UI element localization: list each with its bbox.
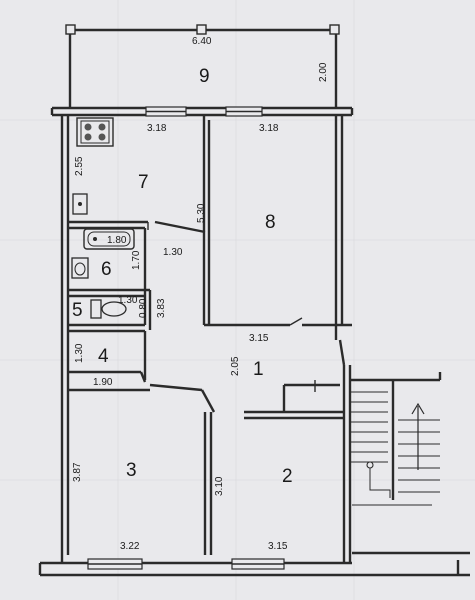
- room-number-1: 1: [253, 359, 264, 380]
- dim-wc-depth: 0.80: [138, 298, 149, 318]
- dim-storage-depth: 1.30: [74, 343, 85, 363]
- dim-room8-window: 3.18: [259, 123, 279, 134]
- room-labels: 9 7 8 6 5 4 1 3 2: [72, 66, 293, 487]
- dim-kitchen-depth: 2.55: [74, 156, 85, 176]
- dim-bathroom-depth: 1.70: [131, 250, 142, 270]
- dim-room2-window: 3.15: [268, 541, 288, 552]
- balcony-outline: [65, 24, 340, 108]
- bathtub-icon: [83, 228, 135, 250]
- washbasin-icon: [71, 257, 89, 279]
- dim-hall-depth: 2.05: [230, 356, 241, 376]
- room-number-2: 2: [282, 466, 293, 487]
- dim-room8-width: 3.15: [249, 333, 269, 344]
- dimension-labels: 6.40 2.00 3.18 3.18 2.55 5.30 1.80 1.70 …: [72, 36, 329, 552]
- room-number-8: 8: [265, 212, 276, 233]
- room-number-4: 4: [98, 346, 109, 367]
- interior-walls: [68, 115, 352, 555]
- room-number-6: 6: [101, 259, 112, 280]
- room-number-7: 7: [138, 172, 149, 193]
- room-number-9: 9: [199, 66, 210, 87]
- stove-icon: [76, 117, 114, 147]
- dim-balcony-width: 6.40: [192, 36, 212, 47]
- toilet-icon: [90, 299, 127, 319]
- room-number-3: 3: [126, 460, 137, 481]
- dim-room3-window: 3.22: [120, 541, 140, 552]
- kitchen-sink-icon: [72, 193, 88, 215]
- stairwell: [350, 372, 470, 575]
- dim-wc-width: 1.30: [118, 295, 138, 306]
- dim-corridor-width: 1.30: [163, 247, 183, 258]
- dim-storage-width: 1.90: [93, 377, 113, 388]
- dim-balcony-depth: 2.00: [318, 62, 329, 82]
- dim-room2-depth: 3.10: [214, 476, 225, 496]
- dim-hall-length: 3.83: [156, 298, 167, 318]
- dim-room3-depth: 3.87: [72, 462, 83, 482]
- outer-walls: [38, 106, 470, 577]
- dim-bath-length: 1.80: [107, 235, 127, 246]
- dim-kitchen-window: 3.18: [147, 123, 167, 134]
- dim-room8-depth: 5.30: [196, 203, 207, 223]
- room-number-5: 5: [72, 300, 83, 321]
